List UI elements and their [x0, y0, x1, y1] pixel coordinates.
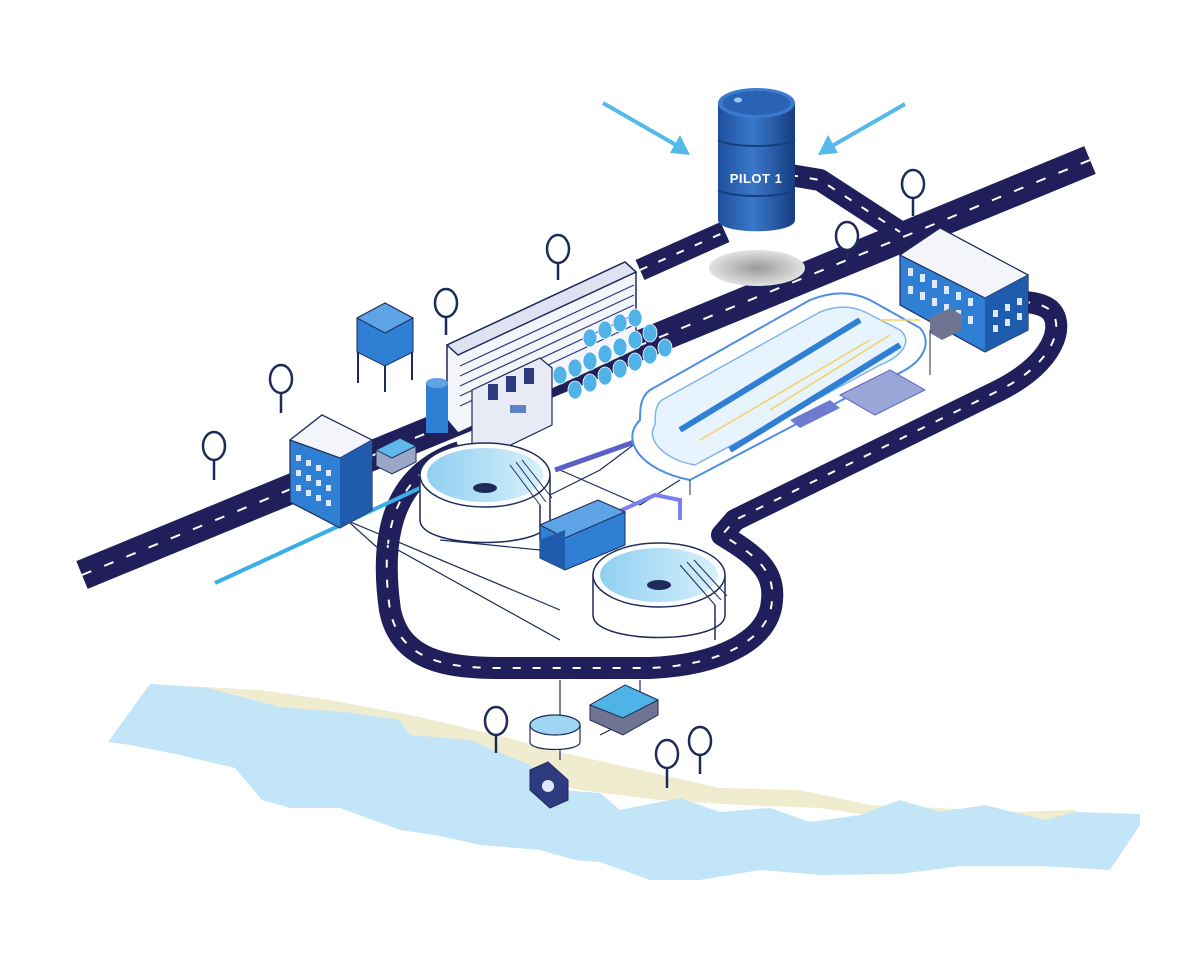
clarifier-2: [592, 542, 728, 640]
river: [108, 684, 1140, 880]
river-water: [108, 684, 1140, 880]
tree-icon: [900, 168, 926, 216]
barrel-shadow: [709, 250, 805, 286]
tree-icon: [834, 220, 860, 268]
aeration-basin: [631, 292, 931, 495]
trees: [201, 168, 926, 788]
bottle-tanks: [552, 308, 673, 400]
tree-icon: [654, 738, 680, 788]
outfall-structures: [529, 684, 660, 809]
purple-pipe-2: [599, 492, 682, 522]
input-arrows: [602, 101, 906, 155]
pilot-barrel: PILOT 1: [709, 88, 805, 286]
tree-icon: [483, 705, 509, 753]
admin-building-right: [898, 227, 1030, 353]
pump-station: [538, 499, 627, 571]
loop-road: [375, 291, 1068, 679]
clarifier-1: [419, 442, 553, 544]
tree-icon: [433, 287, 459, 335]
barrel-label: PILOT 1: [730, 171, 783, 186]
silo: [355, 302, 415, 392]
arrow-right-icon: [831, 102, 906, 148]
barrel-access-road: [635, 164, 906, 281]
industrial-building: [445, 261, 638, 459]
tree-icon: [545, 233, 571, 280]
arrow-left-icon: [602, 101, 677, 147]
tree-icon: [268, 363, 294, 413]
tree-icon: [201, 430, 227, 480]
storage-tank: [426, 378, 448, 433]
small-basin: [374, 437, 418, 475]
tree-icon: [687, 725, 713, 774]
office-building-left: [288, 414, 374, 529]
